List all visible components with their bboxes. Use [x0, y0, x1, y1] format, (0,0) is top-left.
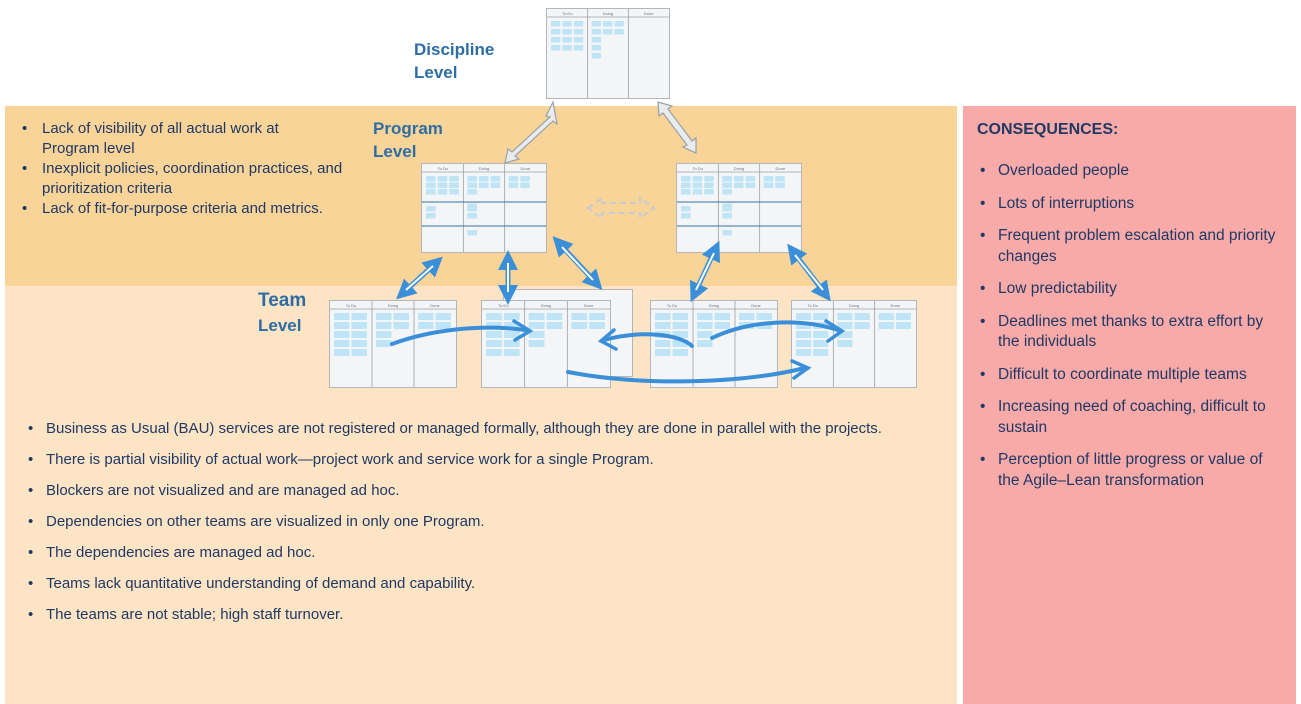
team-issue-item: The teams are not stable; high staff tur…: [26, 604, 906, 626]
team-issue-item: The dependencies are managed ad hoc.: [26, 542, 906, 564]
consequence-item: Increasing need of coaching, difficult t…: [978, 397, 1288, 438]
discipline-board: To Do Doing Done: [546, 8, 670, 99]
program-board-1: To Do Doing Done: [421, 163, 547, 253]
board-column-header: Doing: [388, 303, 398, 308]
board-column-header: To Do: [437, 166, 448, 171]
board-column-header: Done: [776, 166, 786, 171]
board-column-header: To Do: [346, 303, 357, 308]
team-issue-item: Business as Usual (BAU) services are not…: [26, 418, 906, 440]
team-dependency-arrows: [390, 319, 846, 384]
team-board-3: To Do Doing Done: [650, 300, 778, 388]
discipline-label-line1: Discipline: [414, 40, 495, 59]
program-label-line1: Program: [373, 119, 443, 138]
consequences-title: CONSEQUENCES:: [977, 121, 1119, 138]
team-issue-item: Blockers are not visualized and are mana…: [26, 480, 906, 502]
board-column-header: Doing: [603, 11, 613, 16]
board-column-header: Doing: [479, 166, 489, 171]
board-column-header: To Do: [692, 166, 703, 171]
board-column-header: To Do: [562, 11, 573, 16]
program-issue-item: Inexplicit policies, coordination practi…: [22, 159, 367, 199]
program-issues-list: Lack of visibility of all actual work at…: [22, 119, 367, 219]
consequence-item: Difficult to coordinate multiple teams: [978, 365, 1288, 386]
team-issue-item: Teams lack quantitative understanding of…: [26, 573, 906, 595]
program-label-line2: Level: [373, 142, 417, 161]
board-column-header: Doing: [709, 303, 719, 308]
program-issue-item: Lack of fit-for-purpose criteria and met…: [22, 199, 367, 219]
consequence-item: Low predictability: [978, 279, 1288, 300]
discipline-program-arrow-right: [657, 101, 697, 154]
board-column-header: Doing: [734, 166, 744, 171]
board-column-header: Doing: [849, 303, 859, 308]
consequence-item: Deadlines met thanks to extra effort by …: [978, 312, 1288, 353]
team-board-4: To Do Doing Done: [791, 300, 917, 388]
board-column-header: Done: [521, 166, 531, 171]
team-issue-item: There is partial visibility of actual wo…: [26, 449, 906, 471]
board-column-header: To Do: [807, 303, 818, 308]
board-column-header: To Do: [498, 303, 509, 308]
team-issue-item: Dependencies on other teams are visualiz…: [26, 511, 906, 533]
team-label-line1: Team: [258, 290, 307, 311]
team-level-label: Team Level: [258, 288, 306, 338]
team-board-1: To Do Doing Done: [329, 300, 457, 388]
consequence-item: Frequent problem escalation and priority…: [978, 226, 1288, 267]
program-issue-item: Lack of visibility of all actual work at…: [22, 119, 367, 159]
board-column-header: Done: [644, 11, 654, 16]
consequence-item: Lots of interruptions: [978, 194, 1288, 215]
discipline-program-arrow-left: [504, 100, 558, 164]
board-column-header: Done: [751, 303, 761, 308]
consequence-item: Perception of little progress or value o…: [978, 450, 1288, 491]
board-column-header: Done: [584, 303, 594, 308]
team-issues-list: Business as Usual (BAU) services are not…: [26, 418, 906, 626]
discipline-label-line2: Level: [414, 63, 458, 82]
program-board-2: To Do Doing Done: [676, 163, 802, 253]
discipline-level-label: Discipline Level: [414, 38, 494, 84]
program-program-dashed-arrow: [586, 196, 656, 220]
program-team-arrows: [396, 236, 831, 305]
consequences-list: Overloaded people Lots of interruptions …: [978, 161, 1288, 491]
board-column-header: Done: [430, 303, 440, 308]
board-column-header: To Do: [667, 303, 678, 308]
program-team-arrows-inner: [405, 246, 824, 292]
program-level-label: Program Level: [373, 117, 443, 163]
team-label-line2: Level: [258, 316, 302, 335]
board-column-header: Done: [891, 303, 901, 308]
consequence-item: Overloaded people: [978, 161, 1288, 182]
board-column-header: Doing: [541, 303, 551, 308]
